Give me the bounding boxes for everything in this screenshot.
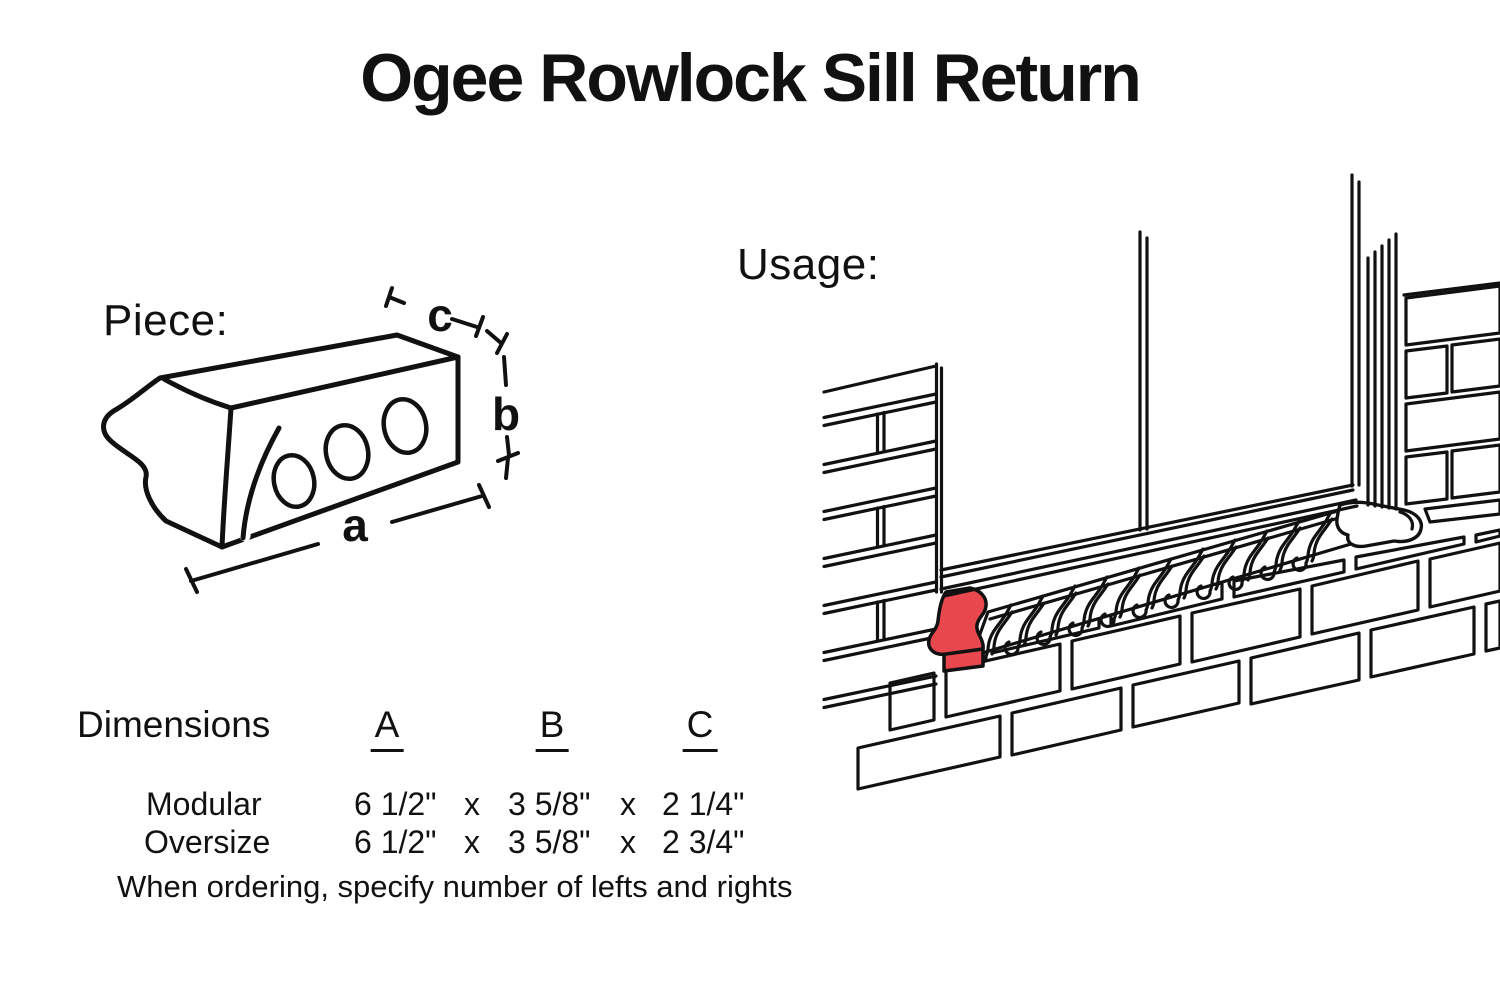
- row-oversize-x2: x: [620, 824, 636, 860]
- row-oversize-c: 2 3/4": [662, 824, 745, 860]
- window-mullion: [1138, 230, 1149, 532]
- window-right-jamb: [1366, 232, 1398, 511]
- row-oversize-a: 6 1/2": [354, 824, 437, 860]
- window-right-edge: [1350, 173, 1361, 488]
- row-modular-x1: x: [464, 786, 480, 822]
- ordering-note: When ordering, specify number of lefts a…: [117, 869, 793, 904]
- window-left-jamb: [934, 362, 944, 594]
- window-sill-back-edge: [939, 498, 1359, 598]
- row-modular-name: Modular: [146, 786, 262, 822]
- front-top-edge: [228, 354, 461, 411]
- piece-section-label: Piece:: [103, 296, 229, 345]
- dim-b-tick-bottom: [496, 435, 520, 480]
- ogee-crease: [240, 425, 282, 541]
- dim-b-line-top: [502, 355, 508, 387]
- dim-a-right: [390, 483, 491, 524]
- dim-b-label: b: [492, 388, 520, 440]
- dim-b-tick-top: [485, 329, 509, 355]
- row-modular-b: 3 5/8": [508, 786, 591, 822]
- top-corner-edge: [161, 376, 234, 411]
- row-oversize-x1: x: [464, 824, 480, 860]
- right-wall: [1404, 284, 1500, 524]
- column-header-c: C: [682, 704, 718, 752]
- dim-c-tick-right: [450, 315, 485, 338]
- sill-return-red-body: [926, 586, 988, 657]
- dim-a-left: [184, 542, 320, 594]
- core-hole-3: [381, 396, 429, 456]
- row-modular-x2: x: [620, 786, 636, 822]
- core-hole-1: [271, 452, 317, 510]
- row-modular-a: 6 1/2": [354, 786, 437, 822]
- dimensions-table-title: Dimensions: [77, 704, 271, 745]
- row-oversize-b: 3 5/8": [508, 824, 591, 860]
- right-wall-top-edge: [1402, 281, 1500, 297]
- dim-c-label: c: [427, 289, 453, 341]
- column-header-a: A: [370, 704, 404, 752]
- core-hole-2: [323, 422, 371, 482]
- front-left-edge: [219, 405, 234, 550]
- left-wall: [822, 362, 944, 710]
- window-frame: [939, 173, 1500, 598]
- dim-c-tick-left: [384, 286, 406, 308]
- column-header-b: B: [535, 704, 569, 752]
- row-oversize-name: Oversize: [144, 824, 271, 860]
- usage-drawing: [822, 173, 1500, 791]
- lower-wall-course-3: [856, 599, 1500, 791]
- dim-a-label: a: [342, 499, 368, 551]
- page-title: Ogee Rowlock Sill Return: [360, 40, 1142, 116]
- piece-drawing: c b a: [101, 286, 520, 594]
- sill-rowlock-course: [970, 500, 1424, 666]
- sill-return-highlight: [926, 586, 988, 673]
- row-modular-c: 2 1/4": [662, 786, 745, 822]
- lower-wall-course-2: [888, 541, 1500, 732]
- usage-section-label: Usage:: [737, 240, 880, 289]
